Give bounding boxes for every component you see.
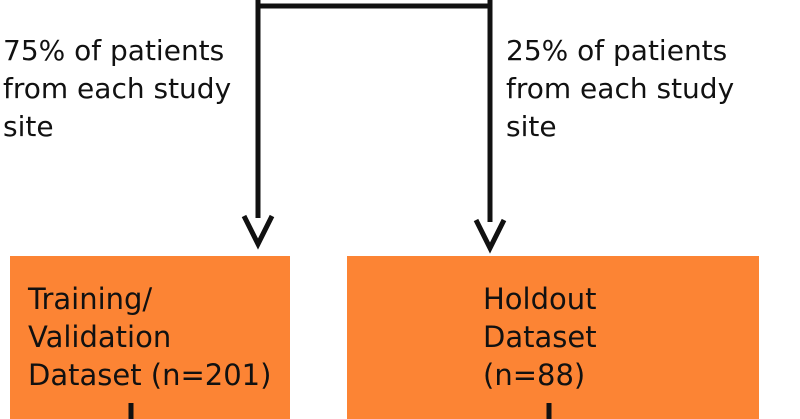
- edge-label-line: from each study: [506, 72, 735, 105]
- node-training-validation-dataset: Training/ Validation Dataset (n=201): [10, 256, 290, 419]
- edge-label-line: 25% of patients: [506, 34, 728, 67]
- node-label-line: Holdout: [483, 282, 597, 316]
- edge-label-line: 75% of patients: [3, 34, 225, 67]
- node-label-line: Training/: [28, 282, 153, 316]
- node-holdout-dataset: Holdout Dataset (n=88): [347, 256, 759, 419]
- node-label-line: Validation: [28, 320, 172, 354]
- edge-label-line: site: [506, 110, 557, 143]
- edge-label-line: site: [3, 110, 54, 143]
- arrow-to-training-head: [241, 214, 275, 250]
- edge-label-line: from each study: [3, 72, 232, 105]
- node-label-line: Dataset (n=201): [28, 358, 272, 392]
- split-bracket-line: [255, 0, 493, 9]
- edge-label-training: 75% of patients from each study site: [3, 32, 231, 146]
- node-label-line: Dataset: [483, 320, 597, 354]
- arrow-to-holdout-head: [473, 218, 507, 254]
- edge-label-holdout: 25% of patients from each study site: [506, 32, 734, 146]
- node-label-line: (n=88): [483, 358, 586, 392]
